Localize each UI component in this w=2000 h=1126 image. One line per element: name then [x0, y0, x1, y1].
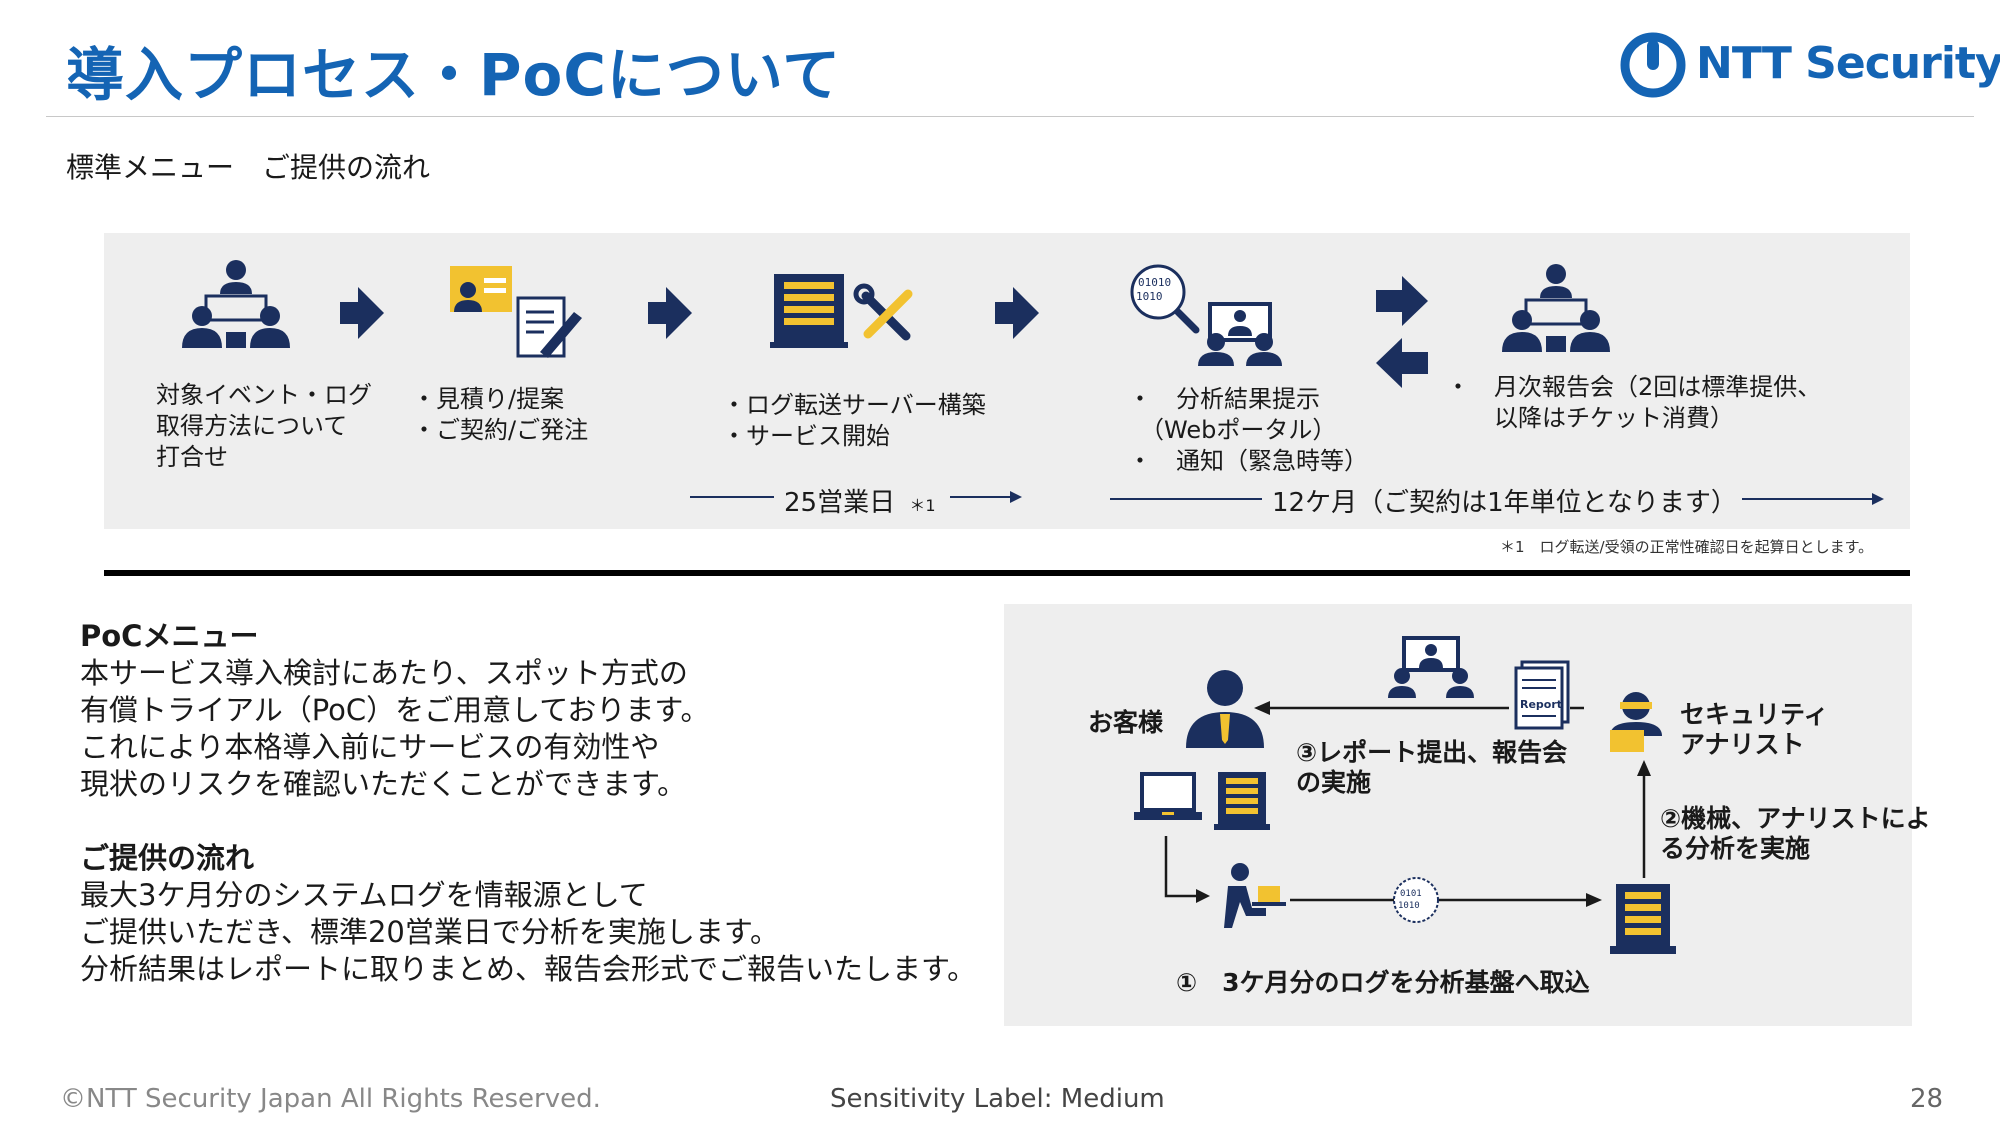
step-4-line: ・ 分析結果提示	[1128, 385, 1320, 413]
svg-text:1010: 1010	[1136, 290, 1163, 303]
step-5-text: ・ 月次報告会（2回は標準提供、 以降はチケット消費）	[1446, 372, 1821, 434]
step-3-line: ・ログ転送サーバー構築	[722, 391, 986, 419]
logo-text: NTT Security	[1696, 38, 2000, 89]
step-3-text: ・ログ転送サーバー構築 ・サービス開始	[722, 390, 986, 452]
poc-heading: PoCメニュー	[80, 619, 259, 653]
poc-body-line: これにより本格導入前にサービスの有効性や	[80, 730, 660, 764]
flow-arrow-1-icon	[358, 287, 384, 339]
duration-contract-line-left	[1110, 498, 1262, 500]
analyst-label-line: アナリスト	[1680, 730, 1805, 759]
flow-arrow-3-shaft	[995, 302, 1013, 324]
flow-arrow-1-shaft	[340, 302, 358, 324]
svg-text:0101: 0101	[1400, 889, 1422, 899]
ingest-step-label: ① 3ケ月分のログを分析基盤へ取込	[1176, 968, 1590, 997]
ntt-security-logo: NTT Security	[1618, 30, 2000, 100]
customer-label: お客様	[1088, 708, 1164, 737]
report-document-icon: Report	[1514, 660, 1570, 730]
step-4-line: ・ 通知（緊急時等）	[1128, 447, 1368, 475]
svg-text:01010: 01010	[1138, 276, 1171, 289]
analysis-platform-server-icon	[1610, 884, 1676, 954]
report-doc-label: Report	[1520, 698, 1562, 711]
poc-flow-line: 最大3ケ月分のシステムログを情報源として	[80, 878, 648, 912]
step-1-line: 取得方法について	[156, 412, 348, 440]
section-divider	[104, 570, 1910, 576]
step-5-line: 以降はチケット消費）	[1446, 404, 1734, 432]
step-2-line: ・見積り/提案	[412, 385, 565, 413]
poc-spacer	[80, 803, 976, 840]
report-arrow-icon	[1254, 701, 1584, 715]
report-step-line: の実施	[1296, 768, 1372, 797]
sensitivity-label: Sensitivity Label: Medium	[830, 1084, 1165, 1114]
duration-setup-line-right	[950, 496, 1010, 498]
poc-body-line: 本サービス導入検討にあたり、スポット方式の	[80, 656, 688, 690]
footnote: ＊1 ログ転送/受領の正常性確認日を起算日とします。	[1500, 538, 1874, 556]
server-tools-icon	[770, 274, 913, 348]
duration-setup-arrowhead-icon	[1010, 491, 1022, 503]
security-analyst-icon	[1610, 692, 1662, 752]
poc-description: PoCメニュー 本サービス導入検討にあたり、スポット方式の 有償トライアル（Po…	[80, 618, 976, 988]
report-step-label: ③レポート提出、報告会 の実施	[1296, 738, 1567, 798]
ingest-arrow-icon: 0101 1010	[1290, 877, 1602, 923]
duration-setup-text: 25営業日	[784, 488, 896, 518]
page-title: 導入プロセス・PoCについて	[66, 41, 842, 109]
step-1-line: 対象イベント・ログ	[156, 381, 372, 409]
section-subtitle: 標準メニュー ご提供の流れ	[66, 151, 431, 184]
step-2-line: ・ご契約/ご発注	[412, 416, 589, 444]
duration-setup-note: ＊1	[909, 496, 936, 515]
poc-flow-line: ご提供いただき、標準20営業日で分析を実施します。	[80, 915, 779, 949]
poc-body-line: 有償トライアル（PoC）をご用意しております。	[80, 693, 710, 727]
ntt-logo-mark-icon	[1620, 32, 1686, 98]
analysis-step-label: ②機械、アナリストによ る分析を実施	[1660, 804, 1931, 864]
analysis-portal-icon: 01010 1010	[1130, 264, 1282, 366]
step-4-line: （Webポータル）	[1128, 416, 1337, 444]
analysis-step-line: ②機械、アナリストによ	[1660, 804, 1931, 833]
log-operator-icon	[1224, 863, 1286, 928]
meeting-icon	[182, 260, 290, 348]
duration-contract-label: 12ケ月（ご契約は1年単位となります）	[1272, 488, 1737, 518]
duration-setup-label: 25営業日 ＊1	[784, 482, 936, 519]
proposal-document-icon	[450, 266, 582, 358]
step-5-line: ・ 月次報告会（2回は標準提供、	[1446, 373, 1822, 401]
duration-contract-arrowhead-icon	[1872, 493, 1884, 505]
report-step-line: ③レポート提出、報告会	[1296, 738, 1568, 767]
page-number: 28	[1910, 1084, 1944, 1114]
step-3-line: ・サービス開始	[722, 422, 890, 450]
report-meeting-screen-icon	[1388, 636, 1474, 698]
report-meeting-icon	[1502, 264, 1610, 352]
flow-arrow-3-icon	[1013, 287, 1039, 339]
exchange-arrows-icon	[1376, 276, 1428, 388]
standard-flow-panel	[104, 233, 1910, 529]
poc-flow-line: 分析結果はレポートに取りまとめ、報告会形式でご報告いたします。	[80, 952, 977, 986]
duration-setup-line-left	[690, 496, 774, 498]
ingest-elbow-arrow-icon	[1164, 836, 1210, 903]
poc-flow-heading: ご提供の流れ	[80, 841, 255, 875]
poc-body-line: 現状のリスクを確認いただくことができます。	[80, 767, 687, 801]
analysis-arrow-icon	[1637, 760, 1651, 878]
step-1-line: 打合せ	[156, 443, 228, 471]
flow-arrow-2-shaft	[648, 302, 666, 324]
copyright: ©NTT Security Japan All Rights Reserved.	[60, 1084, 601, 1114]
analyst-label-line: セキュリティ	[1680, 700, 1829, 729]
step-2-text: ・見積り/提案 ・ご契約/ご発注	[412, 384, 588, 446]
svg-text:1010: 1010	[1398, 901, 1420, 911]
customer-systems-icon	[1134, 772, 1270, 830]
step-4-text: ・ 分析結果提示 （Webポータル） ・ 通知（緊急時等）	[1128, 384, 1368, 477]
customer-icon	[1186, 670, 1264, 748]
step-1-text: 対象イベント・ログ 取得方法について 打合せ	[156, 380, 372, 473]
analyst-label: セキュリティ アナリスト	[1680, 700, 1829, 760]
analysis-step-line: る分析を実施	[1660, 834, 1811, 863]
header-divider	[46, 116, 1974, 117]
flow-arrow-2-icon	[666, 287, 692, 339]
duration-contract-line-right	[1742, 498, 1872, 500]
